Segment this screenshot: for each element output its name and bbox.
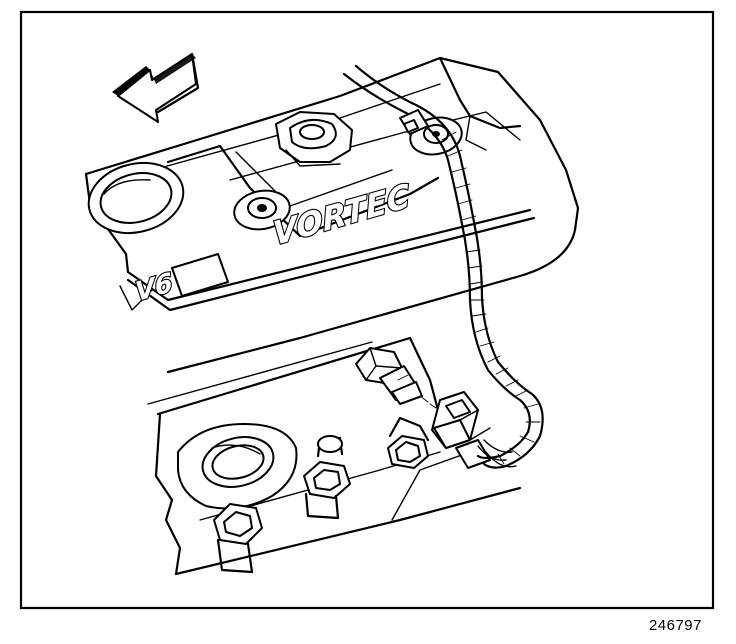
manifold-bolt-3 [387,416,430,469]
v6-badge: V6 [133,253,229,309]
figure-frame [19,10,715,610]
alignment-line [419,395,429,403]
wiring-harness [342,64,544,469]
valve-cover [84,56,580,374]
alignment-line-2 [429,403,437,409]
manifold-bolt-1 [213,503,263,574]
cover-bolt-left [233,189,291,231]
oil-fill-opening [87,162,185,234]
knock-sensor-connector [431,391,491,469]
knock-sensor [355,347,423,405]
harness-clip [399,109,429,135]
figure-number: 246797 [648,617,702,634]
manifold-bolt-2 [303,461,351,520]
manifold-stud-upper [316,435,344,458]
pcv-grommet [275,111,353,167]
exhaust-port-flange [177,423,298,510]
front-direction-arrow-icon [112,52,200,123]
v6-text: V6 [134,268,175,308]
